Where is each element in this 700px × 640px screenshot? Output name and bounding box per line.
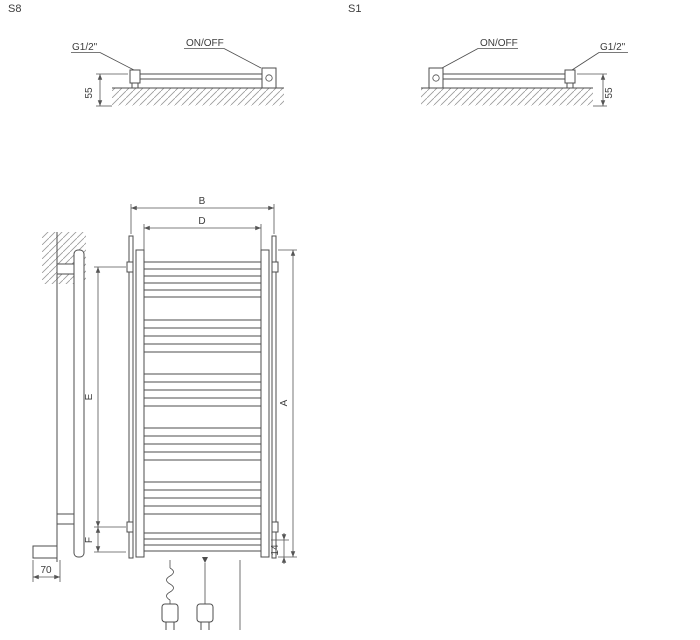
front-dimB-value: B [199, 196, 206, 207]
side-view: 70 [32, 232, 86, 582]
front-dimA-value: A [279, 399, 290, 406]
s1-onoff-screw [432, 74, 440, 82]
front-left-bottom-bracket [126, 521, 134, 533]
front-dimF-value: F [84, 537, 95, 543]
front-right-collector [260, 249, 270, 558]
front-right-rail [271, 235, 277, 559]
side-top-bracket [56, 263, 75, 275]
s8-switch-leader [223, 48, 262, 69]
s8-left-fitting [129, 69, 141, 84]
side-radiator-profile [73, 249, 85, 558]
s8-switch-label: ON/OFF [186, 38, 224, 49]
s8-wall-hatch [112, 88, 284, 106]
s1-view-title: S1 [348, 3, 361, 15]
front-left-rail [128, 235, 134, 559]
side-floor-bracket [32, 545, 58, 559]
coiled-cable-icon [166, 567, 174, 601]
front-right-top-bracket [271, 261, 279, 273]
front-dimD-value: D [198, 216, 205, 227]
s8-fitting-label: G1/2" [72, 42, 98, 53]
front-rungs [144, 261, 261, 552]
s1-fitting-label: G1/2" [600, 42, 626, 53]
s1-switch-label: ON/OFF [480, 38, 518, 49]
front-view: B D A E F 14 [84, 196, 297, 564]
front-left-top-bracket [126, 261, 134, 273]
power-plug2-icon [196, 603, 214, 623]
s8-onoff-unit [261, 67, 277, 89]
s1-switch-leader [441, 48, 479, 69]
s8-fitting-leader [99, 52, 135, 71]
side-dim70-value: 70 [40, 565, 52, 576]
s1-wall-hatch [421, 88, 593, 106]
s8-onoff-screw [265, 74, 273, 82]
cable-exit-arrow-icon [202, 557, 208, 563]
s8-dim55-value: 55 [84, 87, 95, 99]
side-bottom-bracket [56, 513, 75, 525]
s1-fitting-leader [571, 52, 600, 71]
s1-top-view: S1 ON/OFF G1/2" 55 [348, 3, 628, 107]
s1-dim55-value: 55 [604, 87, 615, 99]
electric-connections [161, 557, 241, 630]
s8-top-view: S8 G1/2" ON/OFF 55 [8, 3, 284, 107]
front-dimE-value: E [84, 393, 95, 400]
front-left-collector [135, 249, 145, 558]
front-dim14-value: 14 [270, 544, 281, 556]
s8-view-title: S8 [8, 3, 21, 15]
s1-onoff-unit [428, 67, 444, 89]
power-plug-icon [161, 603, 179, 623]
s1-right-fitting [564, 69, 576, 84]
front-right-bottom-bracket [271, 521, 279, 533]
